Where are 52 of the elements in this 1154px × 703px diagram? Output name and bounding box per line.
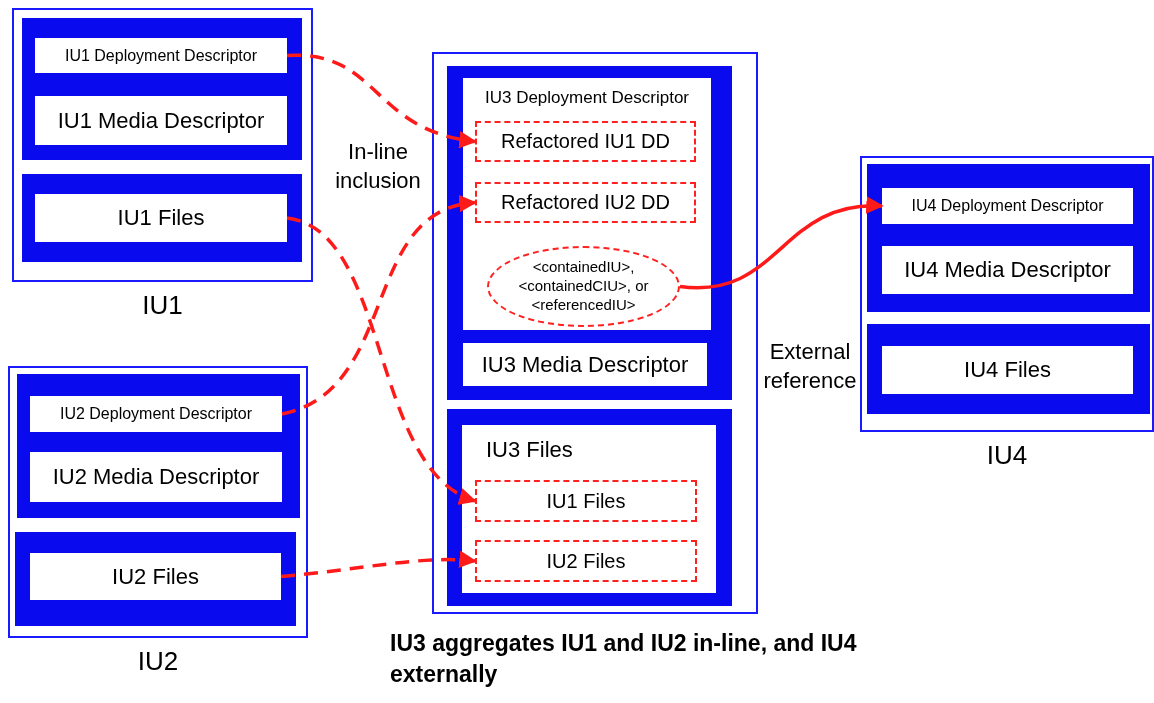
descriptor-label: IU2 Deployment Descriptor <box>59 405 253 423</box>
descriptor-label: IU1 Deployment Descriptor <box>64 46 258 65</box>
dashed-arrow <box>286 53 477 148</box>
descriptor-label: IU3 Deployment Descriptor <box>484 88 690 108</box>
files-box <box>462 425 716 593</box>
dashed-arrow <box>280 551 477 579</box>
descriptor-label: IU1 Media Descriptor <box>57 107 265 134</box>
annotation-text: In-line inclusion <box>334 138 422 195</box>
descriptor-box <box>463 78 711 330</box>
descriptor-box <box>35 96 287 145</box>
container-panel <box>867 324 1150 414</box>
descriptor-box <box>30 452 282 502</box>
package-frame <box>432 52 758 614</box>
dashed-arrow <box>281 197 477 416</box>
package-label: IU1 <box>141 290 184 321</box>
refactored-box <box>475 121 696 162</box>
descriptor-box <box>35 38 287 73</box>
package-label: IU2 <box>136 646 180 677</box>
refactored-box <box>475 480 697 522</box>
container-panel <box>867 164 1150 312</box>
container-panel <box>15 532 296 626</box>
annotation-text: External reference <box>762 338 858 395</box>
descriptor-box <box>463 343 707 386</box>
descriptor-box <box>30 553 281 600</box>
container-panel <box>447 409 732 606</box>
caption: IU3 aggregates IU1 and IU2 in-line, and IU4 externally <box>390 629 858 690</box>
descriptor-box <box>882 188 1133 224</box>
refactored-box <box>475 540 697 582</box>
refactored-box <box>475 182 696 223</box>
curved-arrow <box>679 197 884 290</box>
descriptor-label: IU1 Files <box>546 489 626 513</box>
container-panel <box>17 374 300 518</box>
descriptor-label: IU4 Files <box>964 357 1051 383</box>
descriptor-box <box>30 396 282 432</box>
descriptor-label: Refactored IU1 DD <box>501 130 670 153</box>
descriptor-label: IU2 Files <box>546 549 626 573</box>
container-panel <box>22 174 302 262</box>
package-label: IU4 <box>985 440 1029 471</box>
descriptor-label: IU2 Media Descriptor <box>52 464 260 490</box>
descriptor-label: IU2 Files <box>112 563 199 590</box>
container-panel <box>22 18 302 160</box>
descriptor-box <box>882 346 1133 394</box>
descriptor-label: IU3 Files <box>486 437 573 463</box>
container-panel <box>447 66 732 400</box>
descriptor-label: IU1 Files <box>117 205 205 231</box>
descriptor-box <box>882 246 1133 294</box>
descriptor-label: IU3 Media Descriptor <box>481 351 689 378</box>
descriptor-label: <containedIU>, <containedCIU>, or <referencedIU> <box>517 258 650 315</box>
descriptor-label: IU4 Deployment Descriptor <box>911 197 1104 215</box>
descriptor-label: IU4 Media Descriptor <box>904 257 1111 283</box>
descriptor-label: Refactored IU2 DD <box>501 191 670 214</box>
descriptor-box <box>35 194 287 242</box>
